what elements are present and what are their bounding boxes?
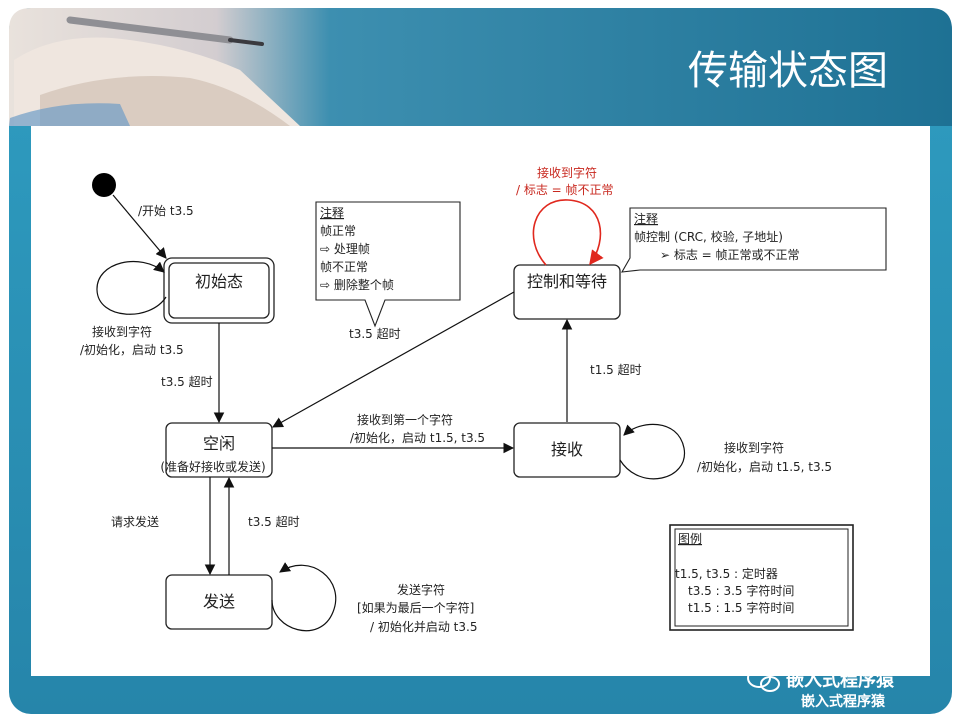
state-receive: 接收 xyxy=(513,422,621,478)
legend-heading: 图例 xyxy=(678,532,702,546)
label-send-loop-1: 发送字符 xyxy=(397,582,445,597)
note-right-line-2: ➢ 标志 = 帧正常或不正常 xyxy=(660,248,800,262)
label-idle-recv-2: /初始化，启动 t1.5, t3.5 xyxy=(350,431,485,445)
state-idle: 空闲 (准备好接收或发送) xyxy=(160,422,273,478)
legend-box: 图例 t1.5, t3.5 : 定时器 t3.5 : 3.5 字符时间 t1.5… xyxy=(669,524,854,631)
label-init-idle: t3.5 超时 xyxy=(161,374,213,389)
note-left-line: 帧正常 xyxy=(320,224,356,238)
watermark: 嵌入式程序猿 嵌入式程序猿 xyxy=(747,668,895,710)
note-left-line: 帧不正常 xyxy=(320,260,368,274)
label-send-idle: t3.5 超时 xyxy=(248,514,300,529)
note-left-heading: 注释 xyxy=(320,205,344,220)
label-ctrl-loop-2: / 标志 = 帧不正常 xyxy=(516,183,614,197)
note-left-line: ⇨ 处理帧 xyxy=(320,242,370,256)
arrow-start xyxy=(112,194,167,259)
loop-initial xyxy=(96,260,167,315)
watermark-text-2: 嵌入式程序猿 xyxy=(801,693,886,710)
label-recv-ctrl: t1.5 超时 xyxy=(590,362,642,377)
note-left-line: ⇨ 删除整个帧 xyxy=(320,277,394,292)
loop-send xyxy=(271,562,337,632)
arrow-ctrl-idle xyxy=(272,291,515,428)
state-receive-label: 接收 xyxy=(551,440,583,459)
note-right-heading: 注释 xyxy=(634,211,658,226)
label-recv-loop-1: 接收到字符 xyxy=(724,440,784,455)
note-right-line-1: 帧控制 (CRC, 校验, 子地址) xyxy=(634,229,783,244)
state-idle-sublabel: (准备好接收或发送) xyxy=(160,459,265,474)
loop-control xyxy=(532,199,604,266)
header-photo xyxy=(9,16,300,126)
loop-receive xyxy=(619,423,685,480)
state-send: 发送 xyxy=(165,574,273,630)
slide-title: 传输状态图 xyxy=(688,48,888,94)
note-right: 注释 帧控制 (CRC, 校验, 子地址) ➢ 标志 = 帧正常或不正常 xyxy=(620,207,887,273)
label-ctrl-loop-1: 接收到字符 xyxy=(537,165,597,180)
state-send-label: 发送 xyxy=(203,592,235,611)
label-start: /开始 t3.5 xyxy=(138,204,194,218)
label-init-loop-1: 接收到字符 xyxy=(92,324,152,339)
legend-line-2: t3.5 : 3.5 字符时间 xyxy=(688,583,794,598)
label-send-loop-2: [如果为最后一个字符] xyxy=(357,600,474,615)
label-init-loop-2: /初始化，启动 t3.5 xyxy=(80,343,184,357)
label-idle-send: 请求发送 xyxy=(111,514,159,529)
legend-line-3: t1.5 : 1.5 字符时间 xyxy=(688,600,794,615)
state-idle-label: 空闲 xyxy=(203,434,235,453)
label-idle-recv-1: 接收到第一个字符 xyxy=(357,412,453,427)
watermark-text: 嵌入式程序猿 xyxy=(786,669,895,691)
label-send-loop-3: / 初始化并启动 t3.5 xyxy=(370,620,477,634)
start-dot xyxy=(92,173,116,197)
state-initial: 初始态 xyxy=(163,257,275,324)
note-left: 注释 帧正常 ⇨ 处理帧 帧不正常 ⇨ 删除整个帧 xyxy=(315,201,461,328)
wechat-icon xyxy=(747,668,780,692)
label-ctrl-idle: t3.5 超时 xyxy=(349,326,401,341)
state-initial-label: 初始态 xyxy=(195,272,243,291)
label-recv-loop-2: /初始化，启动 t1.5, t3.5 xyxy=(697,460,832,474)
state-control-label: 控制和等待 xyxy=(527,272,607,291)
state-control: 控制和等待 xyxy=(513,264,621,320)
legend-line-1: t1.5, t3.5 : 定时器 xyxy=(675,566,778,581)
